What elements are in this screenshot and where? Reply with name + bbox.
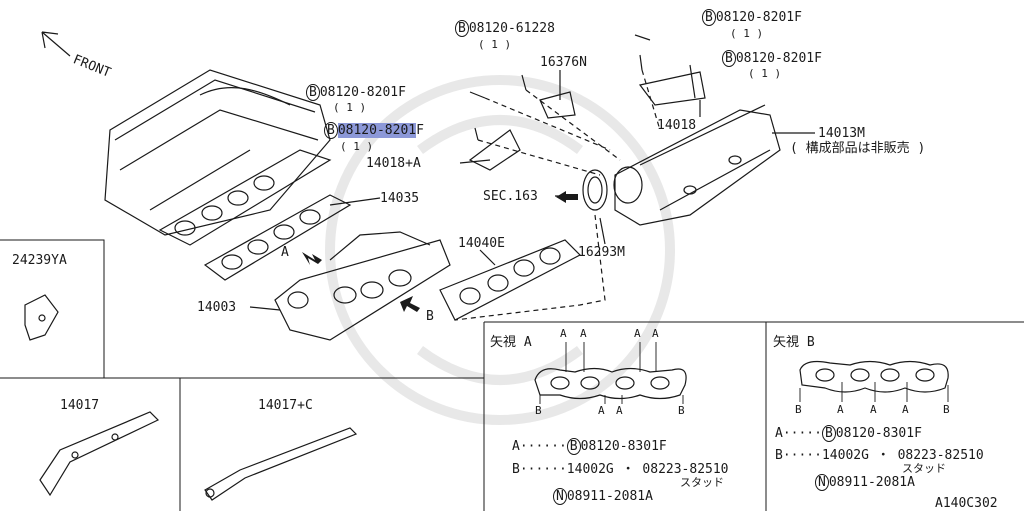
view-arrow-a-icon	[302, 252, 322, 265]
view-b-legend-b-sub: スタッド	[902, 462, 946, 475]
view-a-top-mark: A	[652, 327, 659, 340]
view-a-marker: A	[281, 245, 289, 260]
view-b-title: 矢視 B	[773, 335, 815, 350]
bolt-symbol-icon: B	[722, 50, 736, 67]
view-a-title: 矢視 A	[490, 335, 532, 350]
diagram-code: A140C302	[935, 496, 998, 511]
part-16293m[interactable]: 16293M	[578, 245, 625, 260]
qty-bolt-08120-61228: ( 1 )	[478, 38, 512, 51]
part-14040e[interactable]: 14040E	[458, 236, 505, 251]
view-b-gasket	[799, 360, 949, 393]
part-14017c[interactable]: 14017+C	[258, 398, 313, 413]
view-b-mark-leaders	[799, 382, 949, 402]
view-b-bottom-mark: A	[837, 403, 844, 416]
cylinder-head	[104, 69, 331, 236]
view-b-marker: B	[426, 309, 434, 324]
bracket-14018	[638, 64, 706, 106]
plenum-14013m	[613, 104, 781, 226]
nut-symbol-icon: N	[815, 474, 829, 491]
gasket-14035	[203, 194, 352, 281]
view-a-legend-b-sub: スタッド	[680, 476, 724, 489]
part-14013m[interactable]: 14013M	[818, 126, 865, 141]
view-arrow-b-icon	[400, 296, 420, 312]
bolt-symbol-icon: B	[821, 425, 836, 442]
front-arrow-icon	[41, 31, 71, 57]
view-a-bottom-mark: B	[678, 404, 685, 417]
manifold-14003	[274, 231, 451, 341]
view-a-bottom-mark: B	[535, 404, 542, 417]
section-163-link[interactable]: SEC.163	[483, 189, 538, 204]
view-b-bottom-mark: B	[795, 403, 802, 416]
bracket-14017	[39, 411, 160, 497]
nut-symbol-icon: N	[553, 488, 567, 505]
qty-bolt-08120-8201f-selected: ( 1 )	[340, 140, 374, 153]
part-14003[interactable]: 14003	[197, 300, 237, 315]
gasket-14040e	[439, 239, 582, 321]
part-14035[interactable]: 14035	[380, 191, 420, 206]
view-b-bottom-mark: A	[902, 403, 909, 416]
view-a-top-mark: A	[580, 327, 587, 340]
qty-bolt-08120-8201f-a: ( 1 )	[730, 27, 764, 40]
bolt-symbol-icon: B	[455, 20, 469, 37]
part-14013m-note: ( 構成部品は非販売 )	[790, 141, 926, 156]
bolt-symbol-icon: B	[566, 438, 581, 455]
bolt-icons	[469, 34, 651, 141]
bolt-symbol-icon: B	[324, 122, 338, 139]
panel-borders	[0, 239, 1024, 511]
part-14017[interactable]: 14017	[60, 398, 100, 413]
ports-gasket-head	[158, 149, 332, 246]
view-a-legend-b[interactable]: B······14002G ・ 08223-82510	[512, 462, 729, 477]
gasket-16293m	[582, 169, 608, 211]
bolt-symbol-icon: B	[306, 84, 320, 101]
view-a-top-mark: A	[634, 327, 641, 340]
qty-bolt-08120-8201f-b: ( 1 )	[748, 67, 782, 80]
view-b-bottom-mark: A	[870, 403, 877, 416]
view-a-top-mark: A	[560, 327, 567, 340]
dashed-leaders	[454, 69, 661, 321]
sec-arrow-icon	[556, 191, 578, 203]
rod-14017c	[204, 427, 358, 501]
view-b-bottom-mark: B	[943, 403, 950, 416]
bracket-24239ya	[24, 294, 59, 341]
part-14018a[interactable]: 14018+A	[366, 156, 421, 171]
part-14018[interactable]: 14018	[657, 118, 697, 133]
bolt-symbol-icon: B	[702, 9, 716, 26]
view-a-bottom-mark: A	[616, 404, 623, 417]
view-a-mark-leaders	[539, 342, 684, 404]
watermark	[325, 75, 675, 425]
part-16376n[interactable]: 16376N	[540, 55, 587, 70]
qty-bolt-08120-8201f-c: ( 1 )	[333, 101, 367, 114]
bracket-14018a	[468, 129, 521, 171]
part-24239ya[interactable]: 24239YA	[12, 253, 67, 268]
view-a-bottom-mark: A	[598, 404, 605, 417]
selected-part-highlight: 08120-8201	[337, 123, 417, 138]
view-a-gasket	[534, 367, 687, 400]
view-b-legend-b[interactable]: B·····14002G ・ 08223-82510	[775, 448, 984, 463]
